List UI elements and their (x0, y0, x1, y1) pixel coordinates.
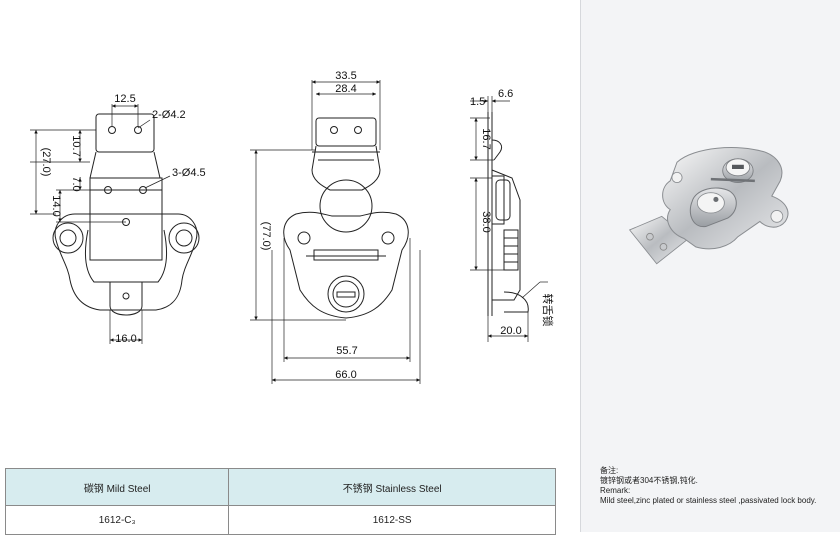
dim-center-top-outer: 33.5 (335, 70, 356, 82)
technical-drawing: 12.5 2-Ø4.2 3-Ø4.5 (27.0) 10.7 7.0 14.0 … (30, 70, 555, 384)
spec-cell-stainless-steel: 1612-SS (228, 505, 556, 535)
dim-front-top-width: 12.5 (114, 93, 135, 105)
dim-side-depth: 20.0 (500, 325, 521, 337)
dim-side-spring-height: 38.0 (480, 211, 492, 232)
center-view-dimensions: 33.5 28.4 (77.0) 55.7 66.0 (260, 70, 358, 381)
dim-front-pitch-mid: 7.0 (70, 176, 82, 191)
spec-cell-mild-steel: 1612-C₃ (4, 505, 230, 535)
table-row: 1612-C₃ 1612-SS (4, 505, 556, 535)
dim-front-small-holes: 2-Ø4.2 (152, 109, 186, 121)
product-photo-panel (580, 0, 840, 532)
dim-front-pitch-lower: 14.0 (50, 195, 62, 216)
remark-text-en: Mild steel,zinc plated or stainless stee… (600, 496, 817, 505)
dim-side-thickness: 6.6 (498, 88, 513, 100)
dim-front-large-holes: 3-Ø4.5 (172, 167, 206, 179)
spec-header-mild-steel: 碳钢 Mild Steel (4, 468, 230, 506)
spec-header-stainless-steel: 不锈钢 Stainless Steel (228, 468, 556, 506)
front-view-dimensions: 12.5 2-Ø4.2 3-Ø4.5 (27.0) 10.7 7.0 14.0 … (40, 93, 206, 345)
dim-side-offset: 1.5 (470, 96, 485, 108)
remark-text-cn: 镀锌钢或者304不锈钢,钝化. (600, 476, 698, 485)
dim-center-top-inner: 28.4 (335, 83, 356, 95)
side-view-dimensions: 1.5 6.6 16.7 38.0 20.0 转舌锁 (470, 88, 555, 337)
dim-front-bottom-width: 16.0 (115, 333, 136, 345)
remark-title-en: Remark: (600, 486, 631, 495)
dim-front-overall-height: (27.0) (40, 148, 52, 177)
butterfly-latch-photo-icon (628, 147, 789, 265)
center-view (250, 80, 421, 384)
front-view (30, 104, 200, 344)
dim-center-overall-width: 66.0 (335, 369, 356, 381)
side-view (470, 96, 548, 342)
dim-center-hole-span: 55.7 (336, 345, 357, 357)
remark-title-cn: 备注: (600, 466, 619, 475)
spec-table: 碳钢 Mild Steel 不锈钢 Stainless Steel 1612-C… (4, 468, 556, 535)
dim-front-pitch-upper: 10.7 (70, 135, 82, 156)
remark-block: 备注: 镀锌钢或者304不锈钢,钝化. Remark: Mild steel,z… (600, 466, 835, 506)
dim-side-upper-height: 16.7 (480, 128, 492, 149)
spec-table-header-row: 碳钢 Mild Steel 不锈钢 Stainless Steel (4, 468, 556, 506)
dim-center-height: (77.0) (260, 222, 272, 251)
side-callout-label: 转舌锁 (541, 294, 555, 327)
